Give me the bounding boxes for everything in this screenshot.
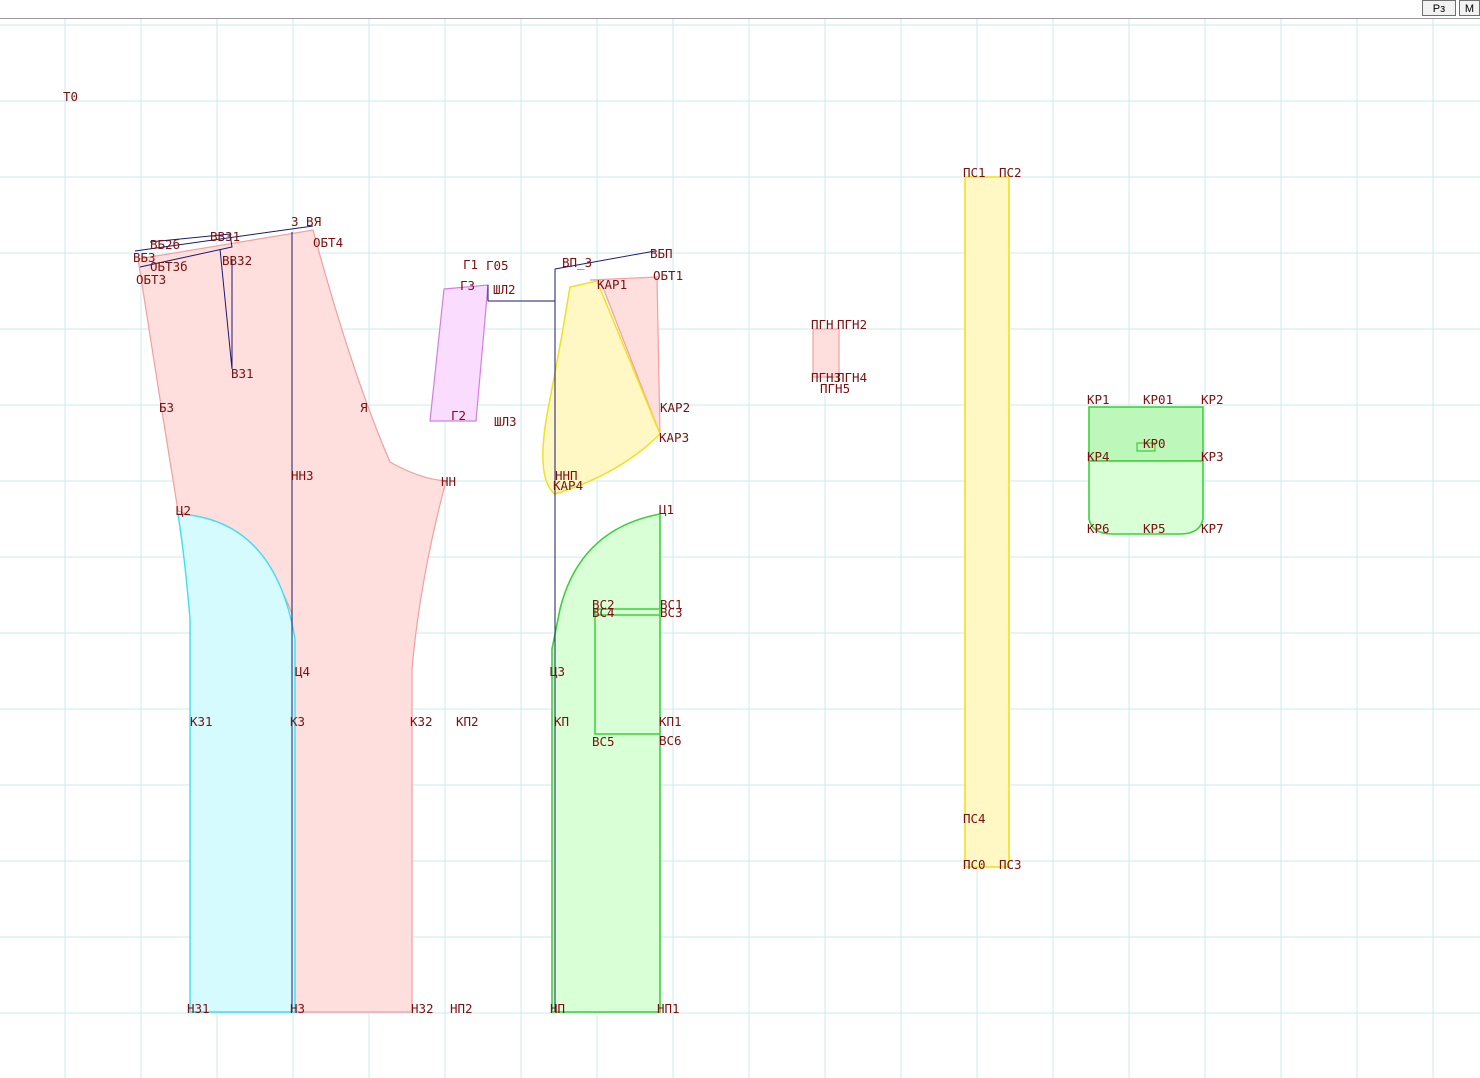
label-ya: Я — [360, 400, 368, 415]
label-ps4: ПС4 — [963, 811, 986, 826]
label-vs5: ВС5 — [592, 734, 615, 749]
front-leg-piece[interactable] — [551, 513, 661, 1013]
label-nz2: НЗ2 — [411, 1001, 434, 1016]
waistband-piece[interactable] — [964, 176, 1010, 868]
label-g1: Г1 — [463, 257, 478, 272]
label-vb2top: ВВ32 — [222, 253, 252, 268]
label-g05: Г05 — [486, 258, 509, 273]
label-kr2: КР2 — [1201, 392, 1224, 407]
label-c2: Ц2 — [176, 503, 191, 518]
label-kz: КЗ — [290, 714, 305, 729]
label-ps1: ПС1 — [963, 165, 986, 180]
label-sh3: ШЛ3 — [494, 414, 517, 429]
label-pgn3: ПГН3 — [811, 370, 841, 385]
construction-lines — [134, 225, 656, 1012]
label-vs6: ВС6 — [659, 733, 682, 748]
label-bz: БЗ — [159, 400, 174, 415]
label-kr5: КР5 — [1143, 521, 1166, 536]
label-vs3: ВС3 — [660, 605, 683, 620]
label-vbs: ВБ2б — [150, 237, 180, 252]
label-kr7: КР7 — [1201, 521, 1224, 536]
label-kr6: КР6 — [1087, 521, 1110, 536]
label-obt3s: ОБТ3б — [150, 259, 188, 274]
label-kar1: КАР1 — [597, 277, 627, 292]
label-vz1: ВЗ1 — [231, 366, 254, 381]
label-c4: Ц4 — [295, 664, 310, 679]
pocket-bag-piece[interactable] — [542, 280, 661, 495]
label-obt4: ОБТ4 — [313, 235, 343, 250]
label-kar4: КАР4 — [553, 478, 583, 493]
label-ps2: ПС2 — [999, 165, 1022, 180]
label-kp: КП — [554, 714, 569, 729]
label-pgn4: ПГН4 — [837, 370, 867, 385]
label-ps0: ПС0 — [963, 857, 986, 872]
label-kz2: КЗ2 — [410, 714, 433, 729]
label-kr0: КР0 — [1143, 436, 1166, 451]
label-vs4: ВС4 — [592, 605, 615, 620]
label-v-p: ВБП — [650, 246, 673, 261]
belt-loop-piece[interactable] — [812, 328, 840, 378]
label-vs1: ВС1 — [660, 597, 683, 612]
label-kar2: КАР2 — [660, 400, 690, 415]
top-toolbar: Рз М — [0, 0, 1480, 19]
front-pocket-lines — [594, 608, 660, 735]
label-c3: Ц3 — [550, 664, 565, 679]
label-nn3: НН3 — [291, 468, 314, 483]
label-kr3: КР3 — [1201, 449, 1224, 464]
label-pgn2: ПГН2 — [837, 317, 867, 332]
label-g2: Г2 — [451, 408, 466, 423]
label-kr1: КР1 — [1087, 392, 1110, 407]
label-c1: Ц1 — [659, 502, 674, 517]
label-v3-vya: З ВЯ — [291, 214, 321, 229]
label-kr01: КР01 — [1143, 392, 1173, 407]
label-nz: НЗ — [290, 1001, 305, 1016]
label-ps3: ПС3 — [999, 857, 1022, 872]
label-kar3: КАР3 — [659, 430, 689, 445]
fly-piece[interactable] — [429, 284, 489, 422]
back-pocket-lining-piece[interactable] — [177, 513, 296, 1013]
label-vs2: ВС2 — [592, 597, 615, 612]
label-kp2: КП2 — [456, 714, 479, 729]
pocket-flap-lower[interactable] — [1088, 460, 1204, 535]
toolbar-button-m[interactable]: М — [1459, 0, 1480, 16]
label-pgn1: ПГН — [811, 317, 834, 332]
label-kp1: КП1 — [659, 714, 682, 729]
label-vb3: ВБ3 — [133, 250, 156, 265]
label-pgn5: ПГН5 — [820, 381, 850, 396]
label-nz1: НЗ1 — [187, 1001, 210, 1016]
label-kr4: КР4 — [1087, 449, 1110, 464]
point-labels: Т0 ВБ2б ВБ3 ВВ31 ВВ32 ОБТ3б ОБТ3 З ВЯ ОБ… — [63, 89, 1224, 1016]
label-w2: ШЛ2 — [493, 282, 516, 297]
label-np1: НП1 — [657, 1001, 680, 1016]
label-obt3: ОБТ3 — [136, 272, 166, 287]
label-vb1top: ВВ31 — [210, 229, 240, 244]
label-kz1: КЗ1 — [190, 714, 213, 729]
pattern-canvas[interactable]: Т0 ВБ2б ВБ3 ВВ31 ВВ32 ОБТ3б ОБТ3 З ВЯ ОБ… — [0, 19, 1480, 1078]
label-np: НП — [550, 1001, 565, 1016]
label-v-p3: ВП_3 — [562, 255, 592, 270]
label-g3: Г3 — [460, 278, 475, 293]
label-obt1: ОБТ1 — [653, 268, 683, 283]
label-nnp: ННП — [555, 468, 578, 483]
pocket-flap-marks — [1136, 442, 1156, 452]
toolbar-button-rz[interactable]: Рз — [1422, 0, 1456, 16]
label-nn: НН — [441, 474, 456, 489]
label-np2: НП2 — [450, 1001, 473, 1016]
label-t0: Т0 — [63, 89, 78, 104]
